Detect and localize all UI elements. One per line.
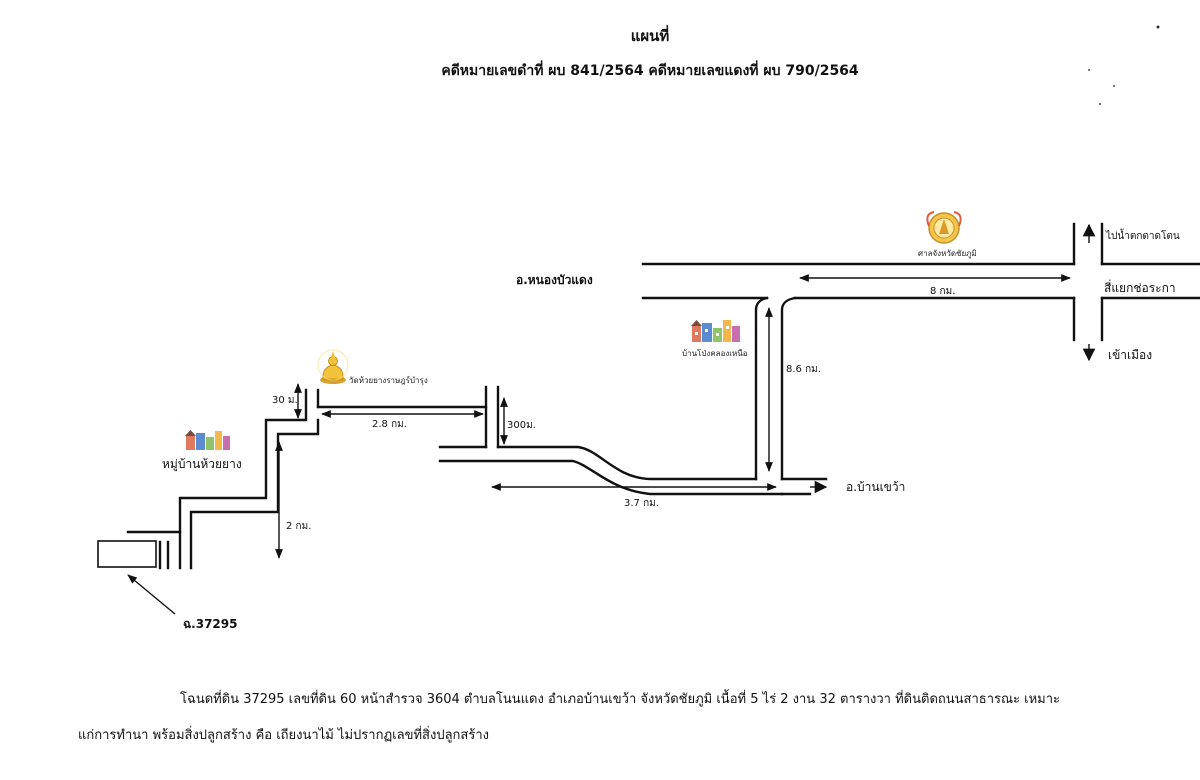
shrine-emblem-icon: [926, 211, 962, 244]
road-map: ศาลจังหวัดชัยภูมิ ไปน้ำตกตาดโตน สี่แยกช่…: [97, 25, 1200, 631]
label-dist-2km: 2 กม.: [286, 521, 311, 532]
village-houses-icon: [185, 430, 230, 450]
label-dist-8-6km: 8.6 กม.: [786, 364, 821, 375]
description-line-1: โฉนดที่ดิน 37295 เลขที่ดิน 60 หน้าสำรวจ …: [180, 692, 1061, 707]
label-dist-300m: 300ม.: [507, 420, 536, 431]
label-village-huai-yang: หมู่บ้านห้วยยาง: [162, 457, 242, 472]
label-intersection: สี่แยกช่อระกา: [1104, 279, 1176, 295]
case-number-line: คดีหมายเลขดำที่ ผบ 841/2564 คดีหมายเลขแด…: [441, 63, 859, 79]
description-line-2: แก่การทำนา พร้อมสิ่งปลูกสร้าง คือ เถียงน…: [78, 728, 489, 743]
buddha-statue-icon: [317, 349, 349, 384]
road-south-bottom-edge: [438, 459, 784, 496]
label-chaiyaphum-shrine: ศาลจังหวัดชัยภูมิ: [918, 249, 977, 259]
label-parcel-number: ฉ.37295: [183, 617, 237, 631]
speck: [1113, 85, 1115, 87]
parcel-pointer-arrow: [127, 574, 176, 615]
label-to-waterfall: ไปน้ำตกตาดโตน: [1105, 228, 1180, 242]
village-houses-icon: [691, 320, 740, 342]
speck: [1156, 25, 1160, 29]
label-dist-3-7km: 3.7 กม.: [624, 498, 659, 509]
map-title: แผนที่: [630, 27, 670, 45]
label-ban-pong-khlong-nuea: บ้านโป่งคลองเหนือ: [682, 348, 748, 358]
label-dist-30m: 30 ม.: [272, 395, 298, 406]
road-temple-west-upper: [178, 388, 308, 570]
label-wat-huai-yang: วัดห้วยยางราษฎร์บำรุง: [349, 375, 428, 385]
label-to-city: เข้าเมือง: [1108, 348, 1152, 362]
road-vertical-east-edge: [780, 296, 797, 481]
label-dist-2-8km: 2.8 กม.: [372, 419, 407, 430]
land-parcel-box: [97, 540, 157, 568]
speck: [1088, 69, 1090, 71]
label-ban-khwao: อ.บ้านเขว้า: [846, 480, 905, 494]
speck: [1099, 103, 1101, 105]
road-south-top-edge: [496, 445, 758, 481]
label-dist-8km: 8 กม.: [930, 286, 955, 297]
road-vertical-west-edge: [754, 296, 769, 481]
label-nong-bua-daeng: อ.หนองบัวแดง: [516, 273, 593, 287]
